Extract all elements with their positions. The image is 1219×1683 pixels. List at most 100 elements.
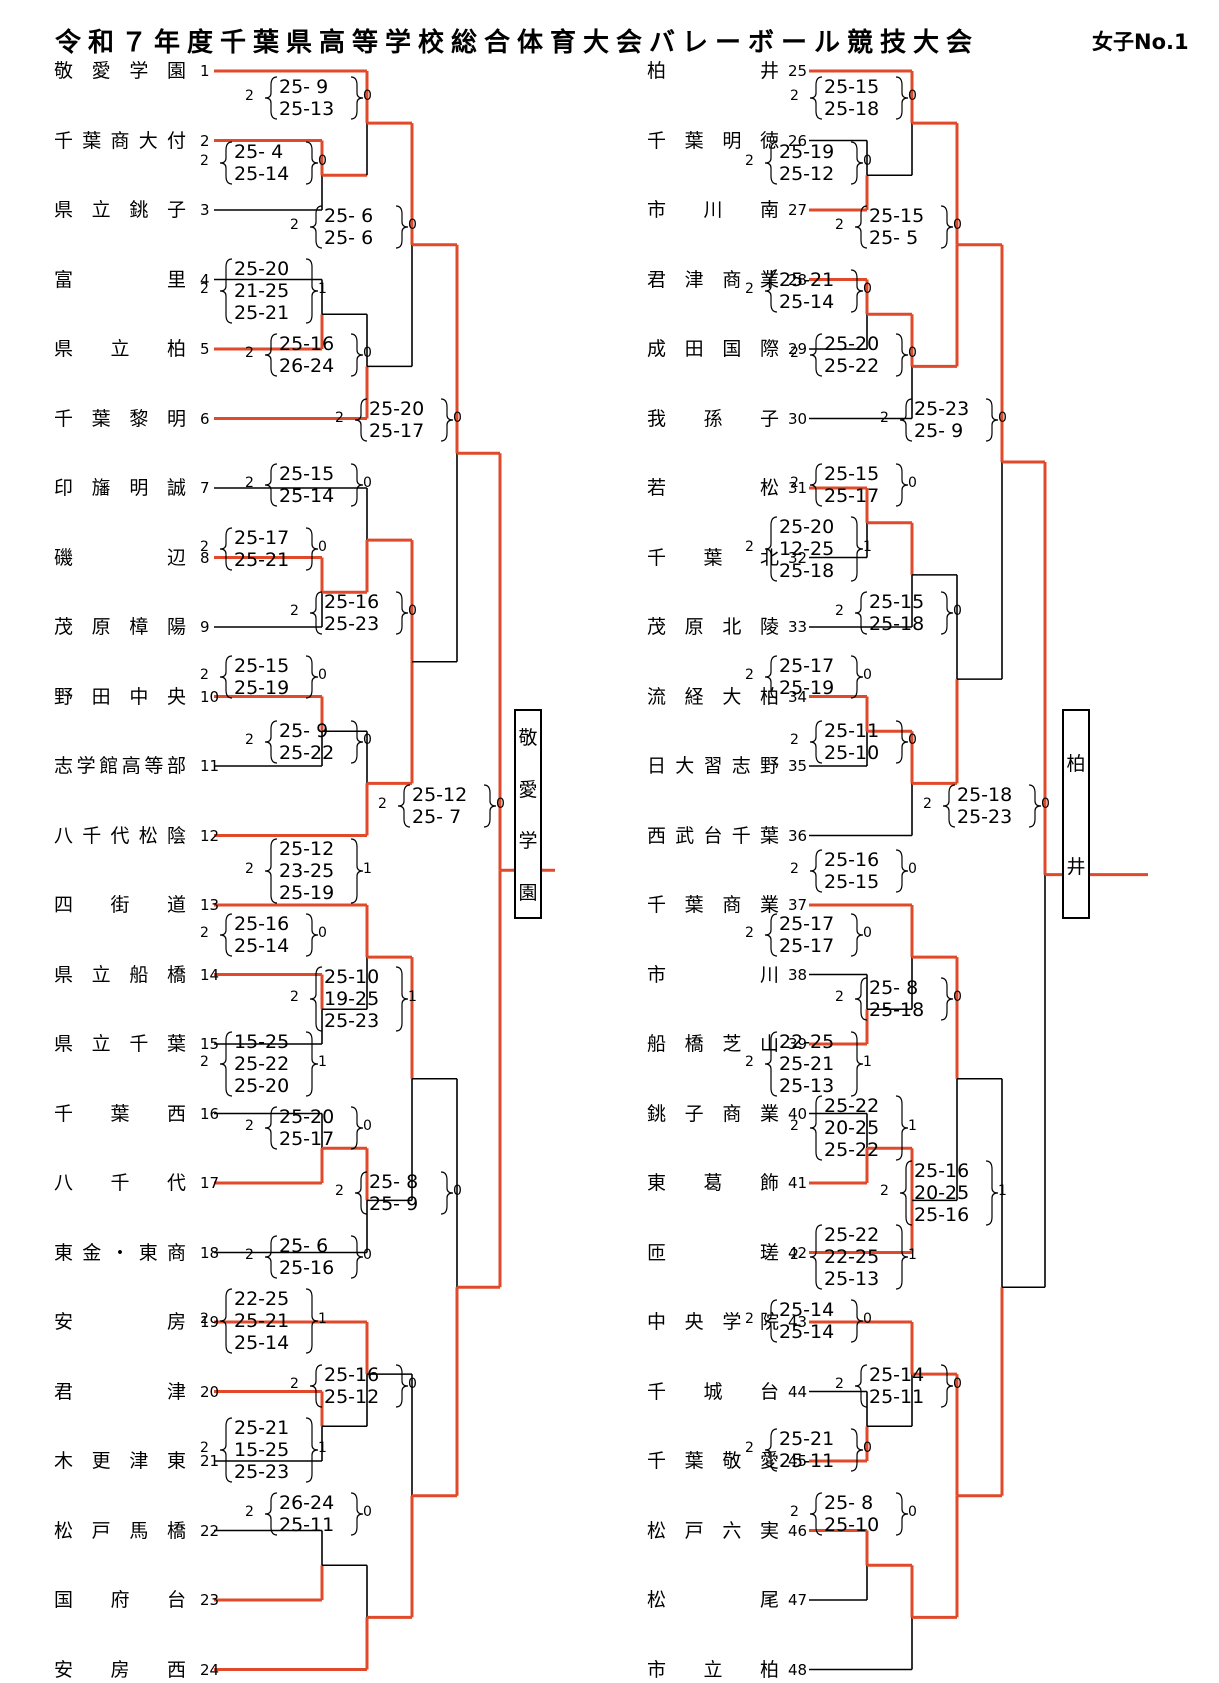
score-brace-close-L-23 xyxy=(350,1492,364,1536)
team-name-char: 千 xyxy=(129,1033,149,1055)
score-sets-L-14: 25-16 25-14 xyxy=(234,913,290,957)
score-losses-R-13: 0 xyxy=(908,861,917,877)
team-name-char: 葉 xyxy=(110,1102,130,1125)
team-name-char: 尾 xyxy=(759,1589,779,1611)
team-name-right-36: 西武台千葉 xyxy=(647,824,779,848)
score-brace-close-L-13 xyxy=(350,838,364,904)
team-name-char: 立 xyxy=(91,963,111,986)
score-losses-R-16: 1 xyxy=(863,1054,872,1070)
score-brace-close-L-3 xyxy=(395,205,409,249)
team-name-char: 旛 xyxy=(91,477,111,499)
team-name-char: 南 xyxy=(759,199,779,221)
score-wins-L-12: 2 xyxy=(378,796,387,812)
score-brace-open-R-20 xyxy=(764,1299,778,1343)
team-name-char: 房 xyxy=(110,1658,130,1681)
team-name-char: 北 xyxy=(722,616,742,638)
score-wins-R-2: 2 xyxy=(745,153,754,169)
champion-char: 学 xyxy=(518,830,538,853)
team-name-char: 陵 xyxy=(759,616,779,638)
score-brace-open-R-23 xyxy=(809,1492,823,1536)
team-number-left-17: 17 xyxy=(200,1174,220,1192)
score-brace-close-L-5 xyxy=(350,333,364,377)
team-number-right-48: 48 xyxy=(788,1660,808,1679)
score-brace-open-R-1 xyxy=(809,76,823,120)
score-wins-L-16: 2 xyxy=(200,1054,209,1070)
team-name-char: 松 xyxy=(647,1589,667,1611)
score-sets-L-5: 25-16 26-24 xyxy=(279,333,335,377)
team-name-char: 県 xyxy=(54,963,74,986)
champion-char: 敬 xyxy=(518,727,538,750)
team-name-char: 業 xyxy=(759,268,779,291)
team-name-char: 柏 xyxy=(759,1658,779,1681)
team-number-right-36: 36 xyxy=(788,826,808,845)
score-losses-R-21: 0 xyxy=(953,1376,962,1392)
team-name-left-15: 県立千葉 xyxy=(54,1032,186,1056)
score-sets-R-10: 25-17 25-19 xyxy=(779,655,835,699)
team-name-right-35: 日大習志野 xyxy=(647,754,779,778)
team-number-right-26: 26 xyxy=(788,131,808,150)
team-name-char: 六 xyxy=(722,1519,742,1542)
team-name-char: 部 xyxy=(166,755,186,777)
team-name-char: 立 xyxy=(91,199,111,221)
team-name-char: 柏 xyxy=(647,60,667,82)
score-brace-close-L-4 xyxy=(305,258,319,324)
team-name-char: 高 xyxy=(121,755,141,777)
score-brace-close-R-3 xyxy=(940,205,954,249)
team-name-char: 市 xyxy=(647,199,667,221)
team-name-char: 樟 xyxy=(129,616,149,638)
team-name-char: 業 xyxy=(759,894,779,916)
team-name-char: 四 xyxy=(54,894,74,916)
score-losses-L-7: 0 xyxy=(363,475,372,491)
team-name-char: 流 xyxy=(647,685,667,708)
team-name-right-30: 我孫子 xyxy=(647,407,779,431)
team-name-char: 葉 xyxy=(82,129,102,152)
score-brace-close-R-14 xyxy=(850,913,864,957)
score-wins-R-16: 2 xyxy=(745,1054,754,1070)
score-brace-close-R-12 xyxy=(1028,784,1042,828)
score-sets-L-7: 25-15 25-14 xyxy=(279,463,335,507)
team-name-char: 県 xyxy=(54,1033,74,1055)
team-name-char: 磯 xyxy=(54,546,74,569)
score-losses-L-2: 0 xyxy=(318,153,327,169)
score-losses-R-14: 0 xyxy=(863,925,872,941)
score-sets-R-9: 25-15 25-18 xyxy=(869,591,925,635)
champion-char: 園 xyxy=(518,881,538,904)
team-name-left-22: 松戸馬橋 xyxy=(54,1519,186,1543)
score-losses-L-6: 0 xyxy=(453,410,462,426)
score-sets-L-1: 25- 9 25-13 xyxy=(279,76,335,120)
score-losses-R-17: 1 xyxy=(908,1118,917,1134)
team-name-char: 葉 xyxy=(684,1450,704,1472)
score-losses-R-15: 0 xyxy=(953,989,962,1005)
team-name-char: 実 xyxy=(759,1519,779,1542)
score-sets-L-9: 25-16 25-23 xyxy=(324,591,380,635)
score-sets-R-21: 25-14 25-11 xyxy=(869,1364,925,1408)
team-name-char: 西 xyxy=(166,1102,186,1125)
champion-box-left: 敬愛学園 xyxy=(514,709,542,919)
score-sets-L-19: 25- 6 25-16 xyxy=(279,1235,335,1279)
team-name-left-18: 東金・東商 xyxy=(54,1241,186,1265)
score-sets-L-17: 25-20 25-17 xyxy=(279,1106,335,1150)
score-wins-L-23: 2 xyxy=(245,1504,254,1520)
score-sets-R-16: 22-25 25-21 25-13 xyxy=(779,1031,835,1097)
score-brace-close-L-7 xyxy=(350,463,364,507)
team-name-char: 橋 xyxy=(684,1033,704,1055)
score-sets-R-17: 25-22 20-25 25-22 xyxy=(824,1095,880,1161)
score-losses-L-1: 0 xyxy=(363,88,372,104)
team-name-left-23: 国府台 xyxy=(54,1588,186,1612)
score-sets-R-5: 25-20 25-22 xyxy=(824,333,880,377)
team-number-left-19: 19 xyxy=(200,1313,220,1331)
team-name-char: 千 xyxy=(54,407,74,430)
team-name-char: 台 xyxy=(703,824,723,847)
team-name-char: 学 xyxy=(722,1311,742,1333)
team-name-char: 経 xyxy=(684,685,704,708)
team-name-left-9: 茂原樟陽 xyxy=(54,615,186,639)
team-name-char: 葉 xyxy=(703,546,723,569)
team-name-left-7: 印旛明誠 xyxy=(54,476,186,500)
team-name-char: 央 xyxy=(166,685,186,708)
team-name-char: 千 xyxy=(54,129,74,152)
score-sets-L-3: 25- 6 25- 6 xyxy=(324,205,374,249)
team-name-char: 柏 xyxy=(166,338,186,360)
score-losses-R-18: 1 xyxy=(998,1183,1007,1199)
score-brace-open-L-12 xyxy=(397,784,411,828)
team-name-left-11: 志学館高等部 xyxy=(54,754,186,778)
